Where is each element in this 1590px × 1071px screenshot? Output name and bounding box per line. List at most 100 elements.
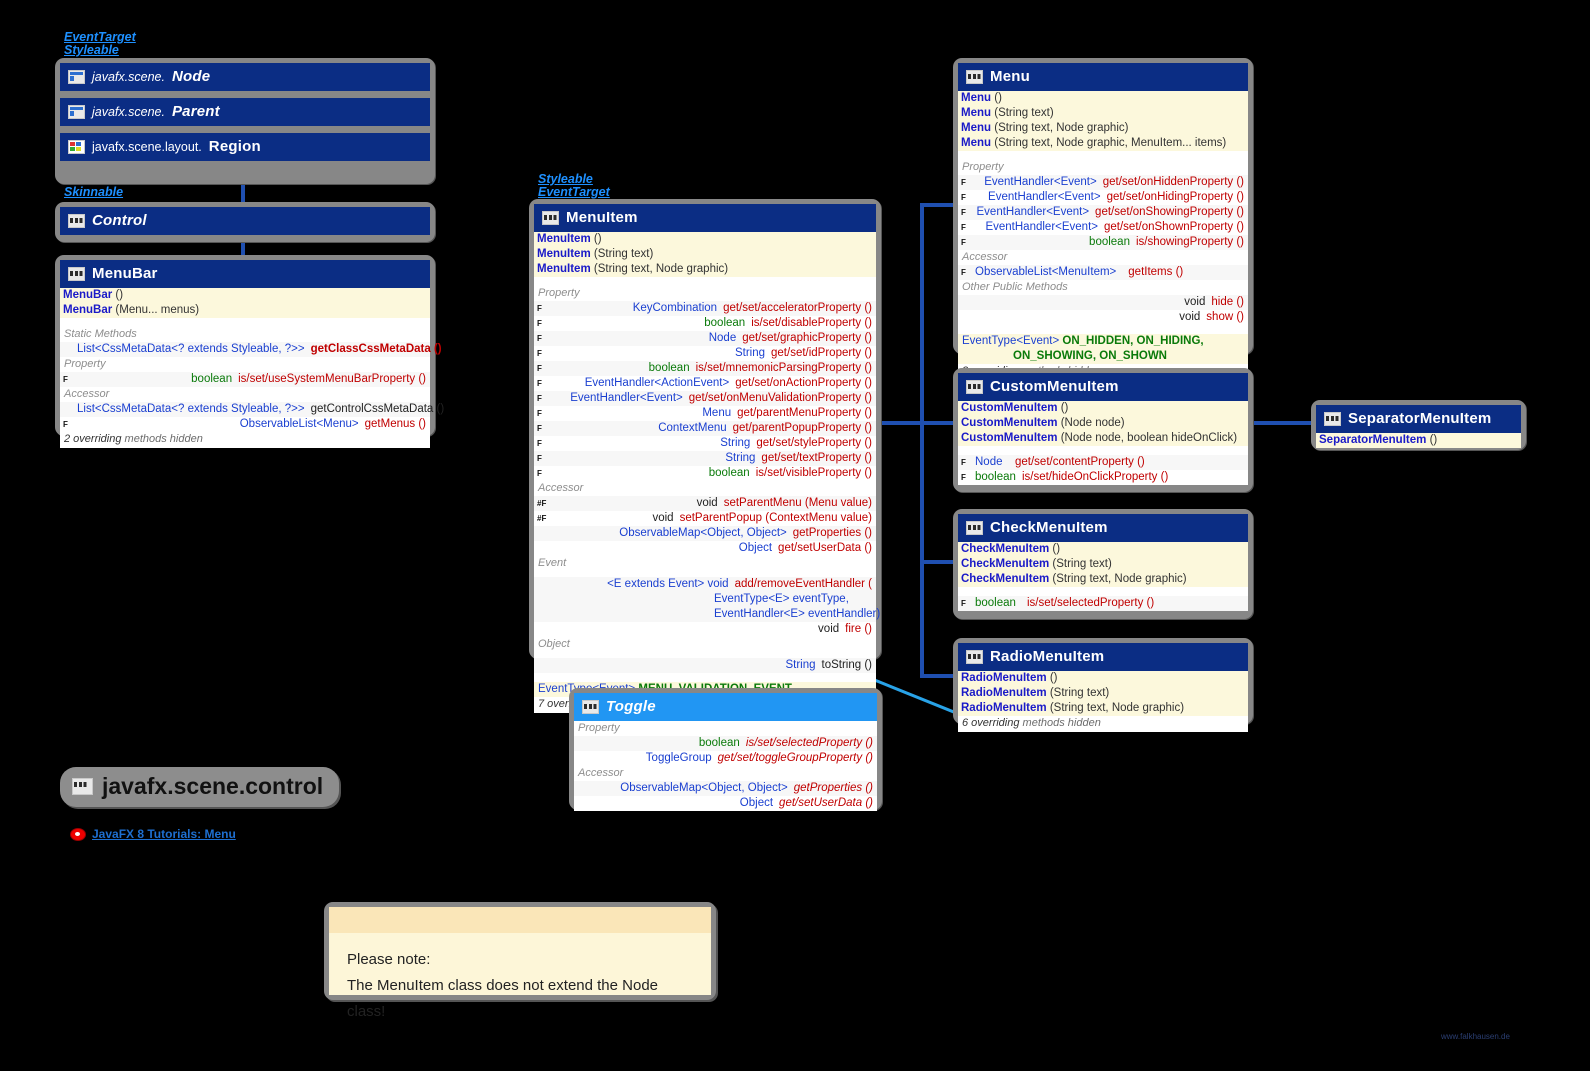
class-menubar-name: MenuBar — [92, 265, 158, 282]
connector-menuitem-radio — [920, 674, 980, 678]
class-menuitem-header: MenuItem — [534, 204, 876, 232]
class-control[interactable]: Control — [55, 202, 435, 242]
class-icon — [966, 379, 983, 394]
class-region-name: Region — [208, 138, 261, 155]
class-icon — [72, 778, 93, 795]
class-menu-name: Menu — [990, 68, 1030, 85]
constructor-row: CheckMenuItem (String text, Node graphic… — [958, 572, 1248, 587]
class-control-header: Control — [60, 207, 430, 235]
interface-label-eventtarget: EventTarget — [64, 30, 136, 44]
static-fields-row-cont: ON_SHOWING, ON_SHOWN — [958, 349, 1248, 364]
connector-menuitem-custom — [876, 421, 980, 425]
note-inner: Please note: The MenuItem class does not… — [329, 907, 711, 1020]
class-separatormenuitem-inner: SeparatorMenuItem SeparatorMenuItem () — [1316, 405, 1521, 448]
section-label: Property — [574, 721, 877, 736]
member-row: ObservableMap<Object, Object>getProperti… — [574, 781, 877, 796]
spacer — [534, 277, 876, 286]
class-node[interactable]: javafx.scene.Node — [60, 63, 430, 91]
section-label: Other Public Methods — [958, 280, 1248, 295]
constructor-row: MenuItem (String text) — [534, 247, 876, 262]
class-radiomenuitem[interactable]: RadioMenuItem RadioMenuItem () RadioMenu… — [953, 638, 1253, 732]
class-custommenuitem[interactable]: CustomMenuItem CustomMenuItem () CustomM… — [953, 368, 1253, 492]
class-separatormenuitem[interactable]: SeparatorMenuItem SeparatorMenuItem () — [1311, 400, 1526, 450]
constructor-row: Menu () — [958, 91, 1248, 106]
spacer — [958, 151, 1248, 160]
class-parent-name: Parent — [171, 103, 220, 120]
class-checkmenuitem-header: CheckMenuItem — [958, 514, 1248, 542]
connector-menuitem-check — [920, 560, 980, 564]
interface-label-eventtarget-mi: EventTarget — [538, 185, 610, 199]
constructor-row: CustomMenuItem (Node node) — [958, 416, 1248, 431]
interface-label-styleable-mi: Styleable — [538, 172, 593, 186]
class-radiomenuitem-header: RadioMenuItem — [958, 643, 1248, 671]
class-icon — [68, 266, 85, 281]
section-label: Property — [534, 286, 876, 301]
section-label: Static Methods — [60, 327, 430, 342]
class-icon — [542, 210, 559, 225]
class-menu[interactable]: Menu Menu () Menu (String text) Menu (St… — [953, 58, 1253, 380]
class-menuitem[interactable]: MenuItem MenuItem () MenuItem (String te… — [529, 199, 881, 713]
class-parent[interactable]: javafx.scene.Parent — [60, 98, 430, 126]
class-icon — [966, 649, 983, 664]
link-oval-icon — [70, 827, 86, 841]
section-label: Object — [534, 637, 876, 652]
section-label: Accessor — [60, 387, 430, 402]
region-icon — [68, 139, 85, 154]
constructor-row: RadioMenuItem (String text, Node graphic… — [958, 701, 1248, 716]
tutorial-link[interactable]: JavaFX 8 Tutorials: Menu — [70, 827, 236, 841]
constructor-row: MenuItem (String text, Node graphic) — [534, 262, 876, 277]
interface-toggle-header: Toggle — [574, 693, 877, 721]
constructor-row: Menu (String text, Node graphic) — [958, 121, 1248, 136]
constructor-row: CustomMenuItem (Node node, boolean hideO… — [958, 431, 1248, 446]
class-region-package: javafx.scene.layout. — [92, 139, 202, 154]
spacer — [534, 652, 876, 658]
constructor-row: CustomMenuItem () — [958, 401, 1248, 416]
class-menuitem-name: MenuItem — [566, 209, 638, 226]
hidden-methods-note: 6 overriding methods hidden — [958, 716, 1248, 732]
interface-label-skinnable: Skinnable — [64, 185, 124, 199]
member-row: List<CssMetaData<? extends Styleable, ?>… — [60, 342, 442, 357]
class-separatormenuitem-header: SeparatorMenuItem — [1316, 405, 1521, 433]
window-icon — [68, 104, 85, 119]
spacer — [958, 587, 1248, 596]
hidden-methods-note: 2 overriding methods hidden — [60, 432, 430, 448]
spacer — [60, 318, 430, 327]
window-icon — [68, 69, 85, 84]
note-line-2: The MenuItem class does not extend the N… — [347, 977, 659, 1020]
member-row: ObservableMap<Object, Object>getProperti… — [534, 526, 876, 541]
class-menuitem-inner: MenuItem MenuItem () MenuItem (String te… — [534, 204, 880, 713]
section-label: Accessor — [958, 250, 1248, 265]
spacer — [958, 325, 1248, 334]
note-box: Please note: The MenuItem class does not… — [324, 902, 716, 1020]
class-custommenuitem-name: CustomMenuItem — [990, 378, 1119, 395]
static-fields-row: EventType<Event> ON_HIDDEN, ON_HIDING, — [958, 334, 1248, 349]
constructor-row: RadioMenuItem (String text) — [958, 686, 1248, 701]
member-row-cont: EventHandler<E> eventHandler) — [534, 607, 880, 622]
class-menubar[interactable]: MenuBar MenuBar () MenuBar (Menu... menu… — [55, 255, 444, 448]
package-title-text: javafx.scene.control — [102, 773, 324, 799]
constructor-row: Menu (String text) — [958, 106, 1248, 121]
class-region[interactable]: javafx.scene.layout. Region — [60, 133, 430, 161]
constructor-row: MenuItem () — [534, 232, 876, 247]
class-checkmenuitem[interactable]: CheckMenuItem CheckMenuItem () CheckMenu… — [953, 509, 1253, 619]
